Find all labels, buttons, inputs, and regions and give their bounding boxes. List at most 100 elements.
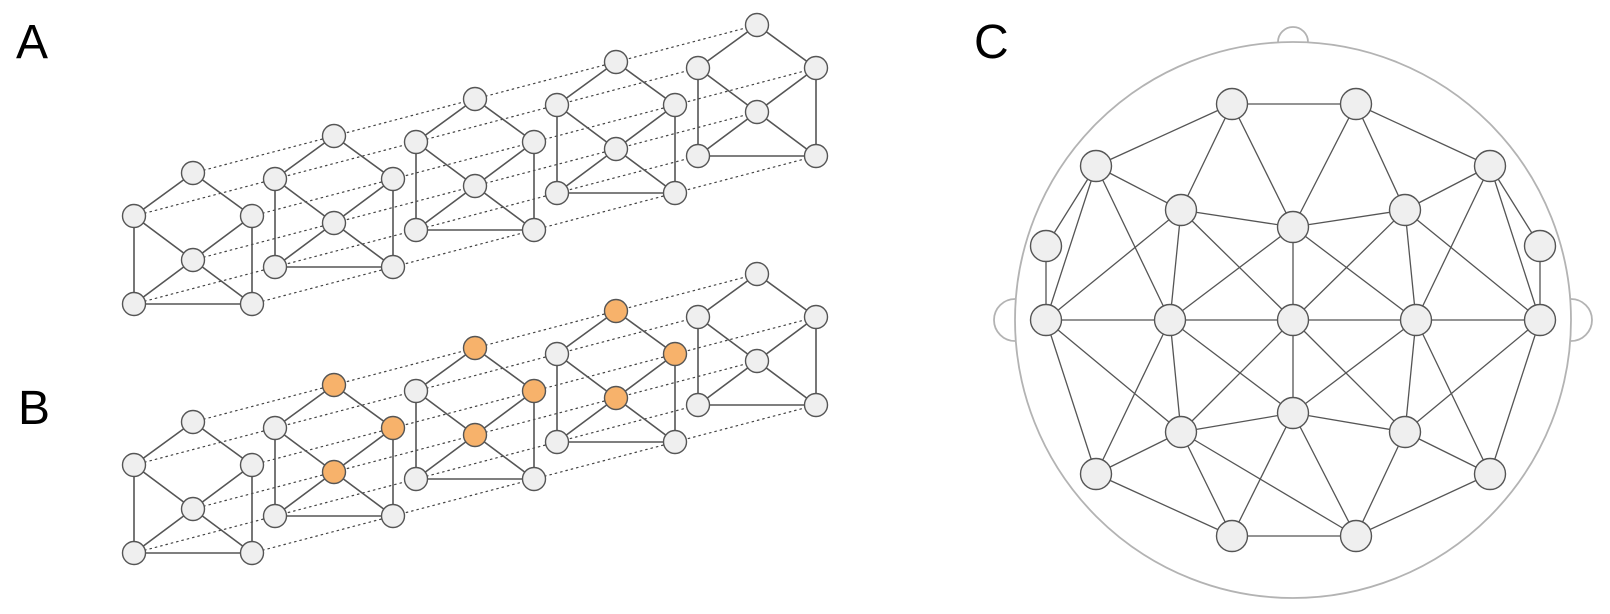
panel-b-frame <box>121 409 265 566</box>
head-graph-edge <box>1045 319 1097 475</box>
panel-b-edge <box>756 360 817 406</box>
head-graph-edge <box>1095 473 1233 537</box>
panel-b-edge <box>474 390 535 436</box>
electrode-node <box>1339 519 1373 553</box>
panel-b-node <box>262 415 288 441</box>
panel-b-frames <box>121 261 829 566</box>
panel-a-node <box>321 123 347 149</box>
panel-b-edge <box>556 353 617 399</box>
panel-b-edge <box>192 464 253 510</box>
panel-a-node <box>180 160 206 186</box>
panel-b-node <box>521 466 547 492</box>
head-graph-edge <box>1489 319 1541 475</box>
head-graph-edge <box>1180 103 1233 211</box>
panel-b-node <box>403 378 429 404</box>
panel-a-node <box>380 166 406 192</box>
panel-a-edge <box>333 178 394 224</box>
head-graph-edge <box>1404 319 1541 433</box>
panel-b-node <box>239 452 265 478</box>
head-graph-edge <box>1169 209 1182 321</box>
panel-a-edge <box>697 111 758 157</box>
panel-b-node <box>121 540 147 566</box>
head-graph-edge <box>1489 165 1541 321</box>
panel-b-node <box>685 392 711 418</box>
panel-a-node <box>262 254 288 280</box>
head-graph-edge <box>1355 431 1406 537</box>
head-graph-edge <box>1404 209 1417 321</box>
panel-c-head-graph <box>993 26 1593 599</box>
panel-b-node <box>744 348 770 374</box>
panel-a-edge <box>133 259 194 305</box>
panel-a-edge <box>756 111 817 157</box>
electrode-node <box>1164 415 1198 449</box>
panel-a-node <box>803 143 829 169</box>
panel-b-edge <box>697 360 758 406</box>
panel-a-edge <box>274 222 335 268</box>
panel-a-frame <box>403 86 547 243</box>
panel-a-frames <box>121 12 829 317</box>
electrode-node <box>1215 87 1249 121</box>
panel-b-edge <box>697 316 758 362</box>
panel-a-node <box>685 143 711 169</box>
panel-b-node <box>662 429 688 455</box>
panel-a-node <box>521 217 547 243</box>
panel-b-node <box>544 429 570 455</box>
panel-a-frame <box>544 49 688 206</box>
head-graph-edge <box>1355 103 1491 167</box>
electrode-node <box>1388 193 1422 227</box>
panel-b-node-highlighted <box>521 378 547 404</box>
panel-b-timeline-links <box>133 273 817 554</box>
panel-b-edge <box>274 427 335 473</box>
nose-shape <box>1277 26 1309 43</box>
panel-a-node <box>262 166 288 192</box>
panel-b-node <box>180 409 206 435</box>
panel-a-frame <box>121 160 265 317</box>
panel-a-temporal-graph <box>121 12 829 317</box>
electrode-node <box>1276 303 1310 337</box>
panel-a-node <box>403 217 429 243</box>
panel-a-node <box>380 254 406 280</box>
panel-a-node <box>603 49 629 75</box>
panel-b-node-highlighted <box>462 422 488 448</box>
panel-a-edge <box>133 215 194 261</box>
head-graph-edge <box>1045 165 1097 321</box>
electrode-node <box>1523 303 1557 337</box>
panel-a-node <box>239 291 265 317</box>
panel-a-node <box>403 129 429 155</box>
panel-b-node <box>803 304 829 330</box>
panel-b-node <box>180 496 206 522</box>
panel-b-edge <box>415 390 476 436</box>
head-graph-edge <box>1292 412 1357 537</box>
panel-a-node <box>803 55 829 81</box>
panel-a-edge <box>756 67 817 113</box>
panel-a-timeline-links <box>133 24 817 305</box>
panel-a-node <box>744 99 770 125</box>
head-graph-edge <box>1169 226 1294 321</box>
head-graph-edge <box>1095 319 1171 475</box>
electrode-node <box>1215 519 1249 553</box>
panel-a-node <box>462 86 488 112</box>
panel-b-edge <box>415 434 476 480</box>
panel-a-edge <box>697 67 758 113</box>
electrode-node <box>1029 229 1063 263</box>
head-graph-edge <box>1292 319 1406 433</box>
head-graph-edge <box>1292 412 1406 433</box>
panel-b-edge <box>333 427 394 473</box>
head-outline <box>993 26 1593 599</box>
head-graph-edge <box>1292 209 1406 321</box>
head-graph-edge <box>1095 103 1233 167</box>
panel-b-node <box>380 503 406 529</box>
panel-a-node <box>321 210 347 236</box>
panel-b-node <box>262 503 288 529</box>
panel-b-frame <box>262 372 406 529</box>
panel-a-edge <box>615 148 676 194</box>
head-graph-edge <box>1355 473 1491 537</box>
head-circle <box>1014 41 1572 599</box>
head-graph-edge <box>1231 103 1294 228</box>
panel-a-edge <box>556 104 617 150</box>
panel-a-frame <box>262 123 406 280</box>
head-graph-edge <box>1180 209 1294 321</box>
panel-b-node <box>403 466 429 492</box>
electrode-node <box>1276 210 1310 244</box>
electrode-node <box>1276 396 1310 430</box>
